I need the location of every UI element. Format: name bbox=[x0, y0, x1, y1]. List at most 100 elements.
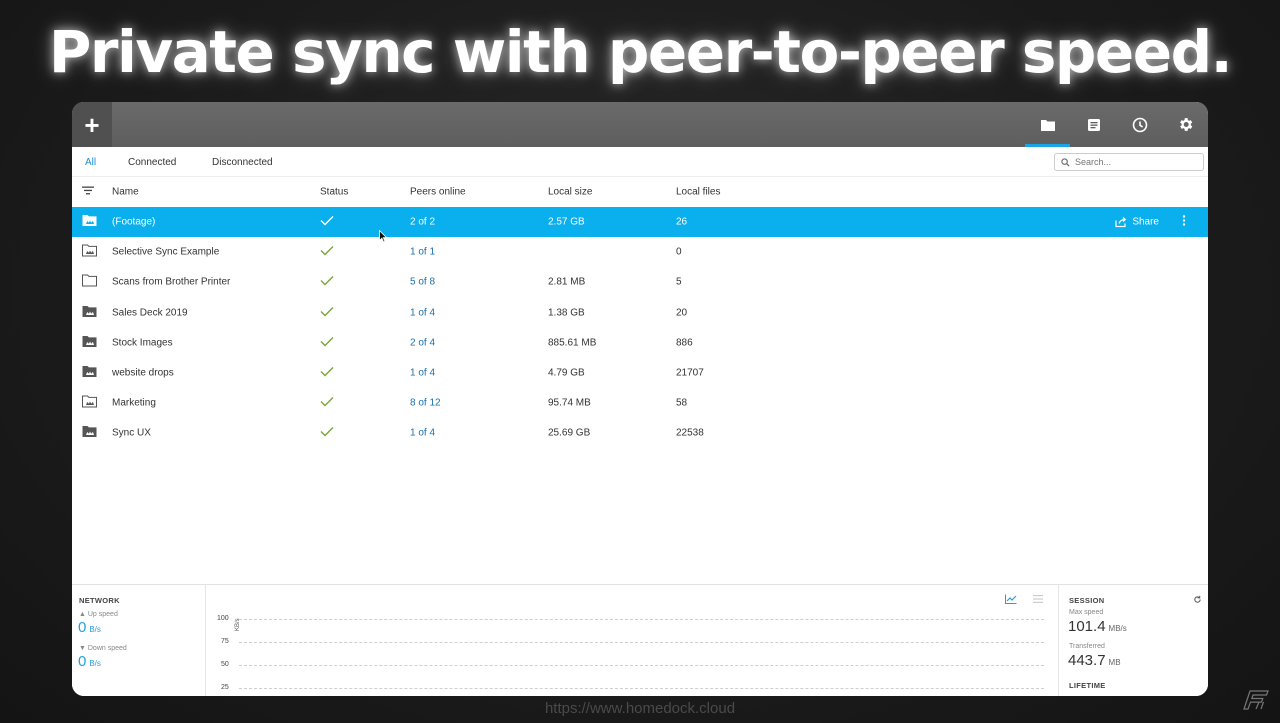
status-check-icon bbox=[320, 367, 334, 380]
peers-online-link[interactable]: 2 of 4 bbox=[410, 337, 436, 349]
local-files: 58 bbox=[676, 397, 688, 409]
graph-tick-label: 25 bbox=[221, 684, 229, 691]
footer-url: https://www.homedock.cloud bbox=[544, 700, 736, 717]
table-row[interactable]: (Footage) 2 of 2 2.57 GB 26 Share bbox=[72, 207, 1208, 238]
graph-tick-label: 75 bbox=[221, 638, 229, 645]
down-speed-label: ▼ Down speed bbox=[79, 645, 127, 652]
table-row[interactable]: website drops 1 of 4 4.79 GB 21707 bbox=[72, 358, 1208, 388]
search-box bbox=[1054, 153, 1204, 171]
peers-online-link[interactable]: 1 of 4 bbox=[410, 367, 436, 379]
peers-online-link[interactable]: 1 of 1 bbox=[410, 246, 436, 258]
table-row[interactable]: Sales Deck 2019 1 of 4 1.38 GB 20 bbox=[72, 298, 1208, 328]
share-button[interactable]: Share bbox=[1115, 217, 1159, 228]
local-files: 5 bbox=[676, 276, 682, 288]
filter-list-icon bbox=[82, 186, 94, 195]
local-size: 4.79 GB bbox=[548, 367, 585, 379]
peers-online-link[interactable]: 8 of 12 bbox=[410, 397, 441, 409]
gridline bbox=[239, 642, 1044, 643]
gridline bbox=[239, 688, 1044, 689]
session-title: SESSION bbox=[1069, 596, 1105, 605]
nav-history-tab[interactable] bbox=[1117, 102, 1162, 147]
folder-name: Sales Deck 2019 bbox=[112, 307, 188, 319]
network-title: NETWORK bbox=[79, 596, 120, 605]
peers-online-link[interactable]: 5 of 8 bbox=[410, 276, 436, 288]
table-row[interactable]: Sync UX 1 of 4 25.69 GB 22538 bbox=[72, 418, 1208, 448]
local-size: 1.38 GB bbox=[548, 307, 585, 319]
watermark-logo-icon bbox=[1243, 690, 1269, 710]
status-check-icon bbox=[320, 216, 334, 229]
line-chart-icon[interactable] bbox=[1005, 594, 1017, 604]
column-header-status[interactable]: Status bbox=[320, 186, 349, 198]
local-size: 25.69 GB bbox=[548, 427, 591, 439]
table-row[interactable]: Scans from Brother Printer 5 of 8 2.81 M… bbox=[72, 267, 1208, 297]
add-folder-button[interactable]: + bbox=[72, 102, 112, 147]
status-check-icon bbox=[320, 306, 334, 319]
shared-folder-outline-icon bbox=[82, 244, 97, 260]
headline: Private sync with peer-to-peer speed. bbox=[48, 18, 1233, 86]
column-header-name[interactable]: Name bbox=[112, 186, 139, 198]
max-speed-label: Max speed bbox=[1069, 609, 1104, 616]
local-size: 2.57 GB bbox=[548, 216, 585, 228]
filter-tab-connected[interactable]: Connected bbox=[128, 157, 177, 168]
transferred-label: Transferred bbox=[1069, 643, 1105, 650]
folder-name: website drops bbox=[112, 367, 174, 379]
search-icon bbox=[1061, 157, 1070, 167]
gridline bbox=[239, 665, 1044, 666]
list-view-icon[interactable] bbox=[1033, 594, 1043, 604]
status-check-icon bbox=[320, 397, 334, 410]
top-bar: + bbox=[72, 102, 1208, 147]
main-nav bbox=[1024, 102, 1208, 147]
graph-tick-label: 50 bbox=[221, 661, 229, 668]
table-row[interactable]: Selective Sync Example 1 of 1 0 bbox=[72, 237, 1208, 267]
local-files: 20 bbox=[676, 307, 688, 319]
local-size: 95.74 MB bbox=[548, 397, 591, 409]
table-header: Name Status Peers online Local size Loca… bbox=[72, 177, 1208, 207]
more-options-button[interactable] bbox=[1182, 215, 1186, 230]
column-header-size[interactable]: Local size bbox=[548, 186, 593, 198]
column-header-peers[interactable]: Peers online bbox=[410, 186, 466, 198]
nav-activity-tab[interactable] bbox=[1071, 102, 1116, 147]
folder-name: Marketing bbox=[112, 397, 156, 409]
folder-name: Sync UX bbox=[112, 427, 151, 439]
local-size: 2.81 MB bbox=[548, 276, 586, 288]
table-row[interactable]: Stock Images 2 of 4 885.61 MB 886 bbox=[72, 328, 1208, 358]
share-label: Share bbox=[1132, 216, 1159, 228]
shared-folder-icon bbox=[82, 305, 97, 320]
filter-bar: All Connected Disconnected bbox=[72, 147, 1208, 177]
lifetime-title: LIFETIME bbox=[1069, 681, 1106, 690]
shared-folder-outline-icon bbox=[82, 395, 97, 411]
gear-icon bbox=[1180, 118, 1193, 131]
up-speed-label: ▲ Up speed bbox=[79, 611, 118, 618]
shared-folder-icon bbox=[82, 426, 97, 441]
table-row[interactable]: Marketing 8 of 12 95.74 MB 58 bbox=[72, 388, 1208, 418]
local-files: 26 bbox=[676, 216, 688, 228]
peers-online-link[interactable]: 2 of 2 bbox=[410, 216, 436, 228]
reset-icon[interactable] bbox=[1193, 595, 1202, 604]
filter-tab-disconnected[interactable]: Disconnected bbox=[212, 157, 273, 168]
peers-online-link[interactable]: 1 of 4 bbox=[410, 427, 436, 439]
status-check-icon bbox=[320, 246, 334, 259]
shared-folder-icon bbox=[82, 215, 97, 230]
nav-folders-tab[interactable] bbox=[1025, 102, 1070, 147]
nav-settings-tab[interactable] bbox=[1163, 102, 1208, 147]
peers-online-link[interactable]: 1 of 4 bbox=[410, 307, 436, 319]
sort-filter-button[interactable] bbox=[82, 186, 94, 199]
local-size: 885.61 MB bbox=[548, 337, 597, 349]
local-files: 0 bbox=[676, 246, 682, 258]
column-header-files[interactable]: Local files bbox=[676, 186, 721, 198]
status-check-icon bbox=[320, 336, 334, 349]
graph-unit-label: KB/s bbox=[235, 618, 241, 631]
folder-outline-icon bbox=[82, 274, 97, 290]
folder-name: Stock Images bbox=[112, 337, 173, 349]
search-input[interactable] bbox=[1075, 157, 1195, 167]
local-files: 22538 bbox=[676, 427, 704, 439]
document-icon bbox=[1087, 118, 1100, 131]
speed-graph: KB/s 100 75 50 25 bbox=[207, 585, 1057, 696]
filter-tab-all[interactable]: All bbox=[85, 157, 97, 168]
